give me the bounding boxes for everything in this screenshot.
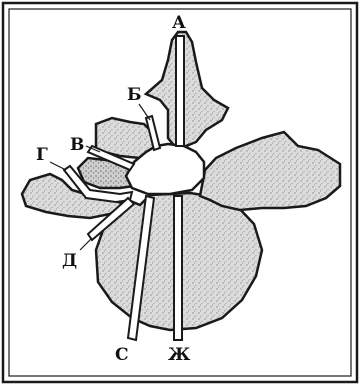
label-g: Г	[36, 145, 48, 165]
channel-a	[176, 36, 184, 146]
spinous-process	[146, 32, 228, 148]
label-zh: Ж	[168, 345, 191, 365]
label-a: А	[172, 13, 186, 33]
channel-zh	[174, 196, 182, 340]
right-transverse-process	[200, 132, 340, 210]
leader-b	[139, 104, 150, 120]
label-s: С	[115, 345, 129, 365]
leader-g	[50, 162, 66, 170]
label-d: Д	[62, 251, 77, 271]
leader-d	[80, 238, 92, 250]
label-b: Б	[127, 85, 142, 105]
label-v: В	[70, 135, 84, 155]
